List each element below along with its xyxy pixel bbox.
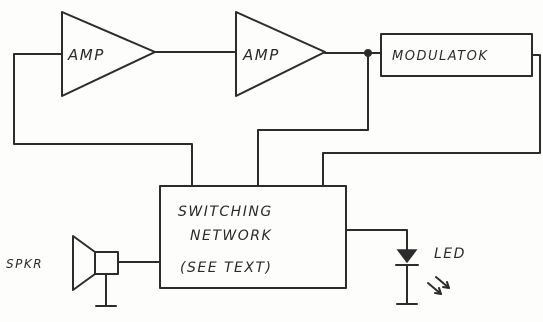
speaker-cone-icon — [72, 235, 96, 291]
speaker: SPKR — [6, 235, 161, 307]
wire-modulator-to-switch — [322, 54, 541, 187]
speaker-label: SPKR — [6, 257, 43, 271]
switching-network-label-line3: (SEE TEXT) — [180, 260, 273, 276]
amp-1-label: AMP — [67, 46, 105, 64]
speaker-body — [94, 251, 119, 275]
switching-network-box — [159, 185, 347, 289]
light-emission-arrows-icon — [427, 276, 450, 295]
wire-switch-to-led — [345, 229, 408, 251]
modulator-block: MODULATOK — [380, 33, 533, 77]
wiring — [13, 49, 541, 187]
amp-2-label: AMP — [242, 46, 280, 64]
led: LED — [345, 229, 466, 305]
led-diode-icon — [396, 249, 418, 264]
amp-1-block: AMP — [61, 11, 156, 97]
amp-2-triangle — [235, 11, 326, 97]
switching-network-label-line2: NETWORK — [190, 228, 272, 244]
led-label: LED — [434, 246, 466, 262]
switching-network-block: SWITCHING NETWORK (SEE TEXT) — [159, 185, 347, 289]
modulator-label: MODULATOK — [392, 49, 488, 64]
amp-2-block: AMP — [235, 11, 326, 97]
switching-network-label-line1: SWITCHING — [178, 204, 273, 220]
wire-junction-to-switch — [257, 52, 369, 187]
wire-switch-to-amp1 — [13, 53, 193, 187]
